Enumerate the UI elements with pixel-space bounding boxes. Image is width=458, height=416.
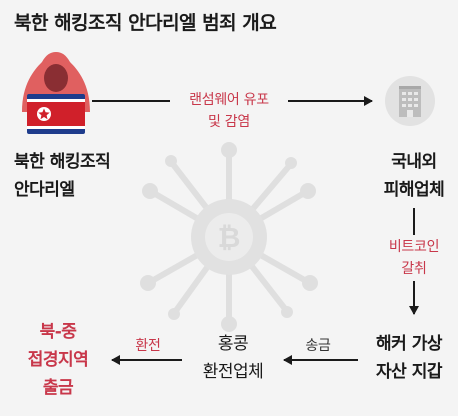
- node-wallet-line1: 해커 가상: [376, 334, 442, 354]
- node-border-line2: 접경지역: [27, 350, 89, 370]
- node-exchange-label: 홍콩 환전업체: [186, 330, 280, 386]
- node-victim-label: 국내외 피해업체: [374, 148, 454, 204]
- node-wallet-line2: 자산 지갑: [376, 362, 442, 382]
- edge-label-ransomware-line1: 랜섬웨어 유포: [189, 92, 269, 108]
- edge-label-bitcoin-line2: 갈취: [401, 261, 427, 277]
- edge-label-convert: 환전: [128, 335, 168, 357]
- edge-label-ransomware-line2: 및 감염: [208, 114, 250, 130]
- edge-label-bitcoin: 비트코인 갈취: [376, 235, 452, 281]
- node-victim-line1: 국내외: [391, 152, 437, 172]
- edge-label-remit: 송금: [298, 335, 338, 357]
- edge-label-bitcoin-line1: 비트코인: [388, 239, 440, 255]
- node-exchange-line1: 홍콩: [217, 334, 249, 354]
- hooded-hacker-icon: [22, 52, 90, 134]
- svg-text:₿: ₿: [218, 221, 241, 254]
- node-hacker-line1: 북한 해킹조직: [14, 152, 111, 172]
- node-border-line1: 북-중: [39, 322, 77, 342]
- edge-label-convert-text: 환전: [135, 338, 161, 354]
- building-icon: [385, 76, 435, 126]
- edge-label-remit-text: 송금: [305, 338, 331, 354]
- page-title: 북한 해킹조직 안다리엘 범죄 개요: [14, 12, 277, 34]
- node-border-label: 북-중 접경지역 출금: [10, 318, 106, 402]
- node-border-line3: 출금: [42, 378, 74, 398]
- edge-label-ransomware: 랜섬웨어 유포 및 감염: [170, 89, 288, 133]
- node-hacker-line2: 안다리엘: [14, 180, 75, 200]
- bitcoin-virus-icon: ₿: [140, 142, 318, 332]
- node-wallet-label: 해커 가상 자산 지갑: [362, 330, 456, 386]
- node-hacker-label: 북한 해킹조직 안다리엘: [14, 148, 111, 204]
- node-victim-line2: 피해업체: [383, 180, 445, 200]
- node-exchange-line2: 환전업체: [202, 362, 264, 382]
